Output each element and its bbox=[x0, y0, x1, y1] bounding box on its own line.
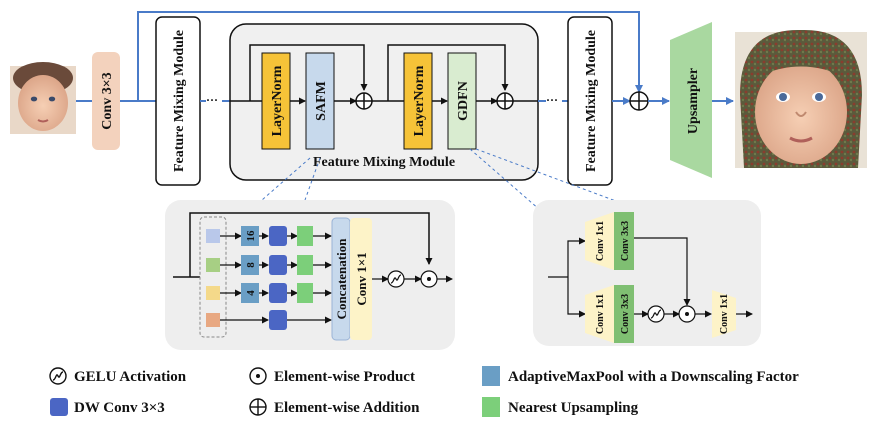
conv-3x3-label: Conv 3×3 bbox=[100, 72, 115, 129]
legend-product: Element-wise Product bbox=[249, 367, 415, 385]
gdfn-conv1x1-out: Conv 1x1 bbox=[712, 290, 736, 338]
output-image bbox=[735, 29, 867, 168]
add-op-2 bbox=[496, 92, 514, 110]
gdfn-label: GDFN bbox=[456, 81, 471, 121]
pool-factor-16: 16 bbox=[245, 230, 257, 242]
legend-upsampling-label: Nearest Upsampling bbox=[508, 400, 639, 416]
legend-pool-label: AdaptiveMaxPool with a Downscaling Facto… bbox=[508, 369, 799, 385]
fmm-1-label: Feature Mixing Module bbox=[172, 30, 187, 172]
fmm-main-label: Feature Mixing Module bbox=[313, 155, 455, 170]
safm-conv1x1-block: Conv 1×1 bbox=[350, 218, 372, 340]
pool-factor-8: 8 bbox=[245, 262, 257, 268]
upsampler-block: Upsampler bbox=[670, 22, 712, 178]
feature-split-cubes bbox=[206, 229, 220, 327]
gdfn-block: GDFN bbox=[447, 52, 477, 150]
legend-addition: Element-wise Addition bbox=[249, 398, 420, 416]
layernorm-1-block: LayerNorm bbox=[261, 52, 291, 150]
safm-label: SAFM bbox=[314, 81, 329, 121]
legend-upsampling: Nearest Upsampling bbox=[482, 397, 639, 417]
final-add-op bbox=[629, 91, 649, 111]
add-op-1 bbox=[355, 92, 373, 110]
legend-dwconv-label: DW Conv 3×3 bbox=[74, 400, 165, 416]
legend: GELU Activation Element-wise Product Ada… bbox=[49, 366, 799, 417]
concatenation-block: Concatenation bbox=[331, 217, 351, 341]
gdfn-conv1x1-bottom: Conv 1x1 bbox=[585, 285, 614, 343]
product-op-safm bbox=[420, 270, 438, 288]
safm-conv1x1-label: Conv 1×1 bbox=[354, 252, 369, 305]
concatenation-label: Concatenation bbox=[334, 238, 349, 320]
safm-block: SAFM bbox=[305, 52, 335, 150]
ellipsis-left: ··· bbox=[206, 93, 218, 107]
pool-swatch-icon bbox=[482, 366, 500, 386]
legend-addition-label: Element-wise Addition bbox=[274, 400, 420, 416]
gdfn-conv3x3-bottom-label: Conv 3x3 bbox=[620, 294, 631, 334]
gdfn-conv1x1-top-label: Conv 1x1 bbox=[595, 221, 606, 261]
fmm-2-label: Feature Mixing Module bbox=[584, 30, 599, 172]
legend-pool: AdaptiveMaxPool with a Downscaling Facto… bbox=[482, 366, 799, 386]
legend-gelu-label: GELU Activation bbox=[74, 369, 187, 385]
gdfn-conv1x1-bottom-label: Conv 1x1 bbox=[595, 294, 606, 334]
gdfn-conv1x1-out-label: Conv 1x1 bbox=[719, 294, 730, 334]
legend-gelu: GELU Activation bbox=[49, 367, 187, 385]
gdfn-conv3x3-top-label: Conv 3x3 bbox=[620, 221, 631, 261]
feature-mixing-module-1: Feature Mixing Module bbox=[155, 16, 201, 186]
gdfn-conv1x1-top: Conv 1x1 bbox=[585, 212, 614, 270]
product-op-gdfn bbox=[678, 305, 696, 323]
ellipsis-right: ··· bbox=[546, 93, 558, 107]
conv-3x3-block: Conv 3×3 bbox=[92, 52, 120, 150]
gdfn-conv3x3-top: Conv 3x3 bbox=[614, 212, 634, 270]
gdfn-conv3x3-bottom: Conv 3x3 bbox=[614, 285, 634, 343]
layernorm-2-block: LayerNorm bbox=[403, 52, 433, 150]
legend-product-label: Element-wise Product bbox=[274, 369, 415, 385]
dwconv-swatch-icon bbox=[50, 398, 68, 416]
pool-factor-4: 4 bbox=[245, 290, 257, 296]
gelu-op-gdfn bbox=[647, 305, 665, 323]
feature-mixing-module-2: Feature Mixing Module bbox=[567, 16, 613, 186]
layernorm-2-label: LayerNorm bbox=[412, 65, 427, 136]
gelu-op-safm bbox=[387, 270, 405, 288]
input-image bbox=[10, 62, 76, 134]
upsampler-label: Upsampler bbox=[686, 68, 701, 134]
legend-dwconv: DW Conv 3×3 bbox=[50, 398, 165, 416]
upsampling-swatch-icon bbox=[482, 397, 500, 417]
layernorm-1-label: LayerNorm bbox=[270, 65, 285, 136]
